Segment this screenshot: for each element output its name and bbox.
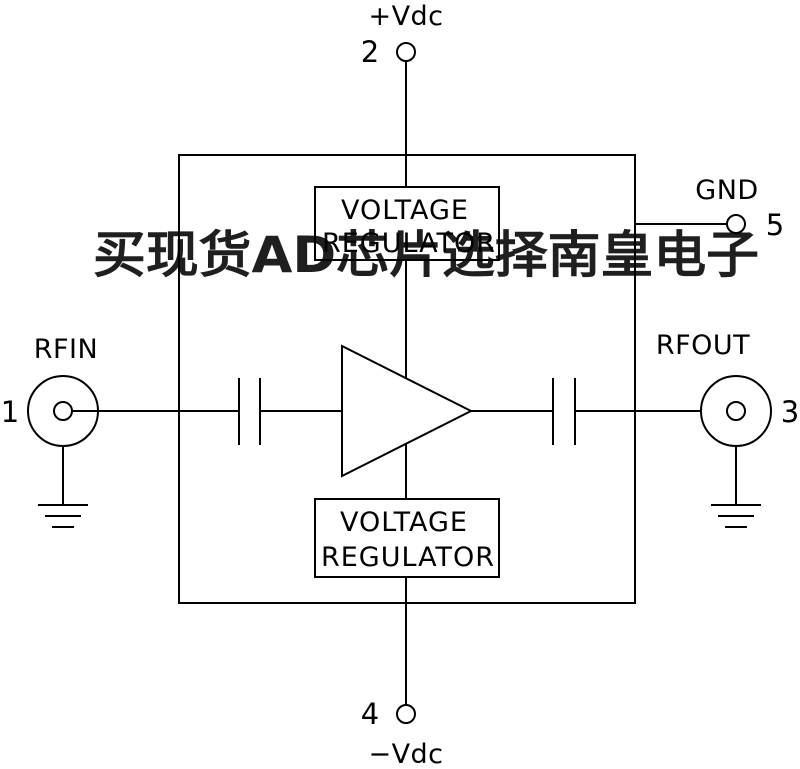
regulator-bottom-line1: VOLTAGE — [340, 507, 468, 538]
rf-input-connector-inner — [53, 401, 73, 421]
output-capacitor-icon — [552, 378, 576, 445]
regulator-top-line2: REGULATOR — [322, 228, 496, 259]
rf-input-ground-icon — [38, 504, 88, 528]
pin-2-number: 2 — [361, 35, 379, 69]
pin-5-terminal[interactable] — [726, 214, 746, 234]
voltage-regulator-top: VOLTAGE REGULATOR — [314, 186, 500, 261]
pin-3-number: 3 — [781, 395, 799, 429]
rf-output-connector-inner — [726, 401, 746, 421]
pin-5-number: 5 — [766, 208, 784, 242]
voltage-regulator-bottom: VOLTAGE REGULATOR — [314, 498, 500, 578]
positive-supply-label: +Vdc — [368, 1, 443, 32]
rf-output-label: RFOUT — [656, 330, 750, 361]
pin-4-terminal[interactable] — [396, 704, 416, 724]
rf-output-ground-icon — [711, 504, 761, 528]
regulator-top-line1: VOLTAGE — [341, 195, 469, 226]
gnd-label: GND — [695, 175, 758, 206]
rf-input-label: RFIN — [34, 334, 98, 365]
pin-4-number: 4 — [361, 697, 379, 731]
pin-2-terminal[interactable] — [396, 42, 416, 62]
regulator-bottom-line2: REGULATOR — [321, 542, 495, 573]
pin-1-number: 1 — [1, 395, 19, 429]
watermark-text: 买现货AD芯片选择南皇电子 — [93, 226, 759, 284]
regulator-top-box — [314, 186, 500, 261]
negative-supply-label: −Vdc — [368, 739, 443, 769]
input-capacitor-icon — [238, 378, 261, 445]
